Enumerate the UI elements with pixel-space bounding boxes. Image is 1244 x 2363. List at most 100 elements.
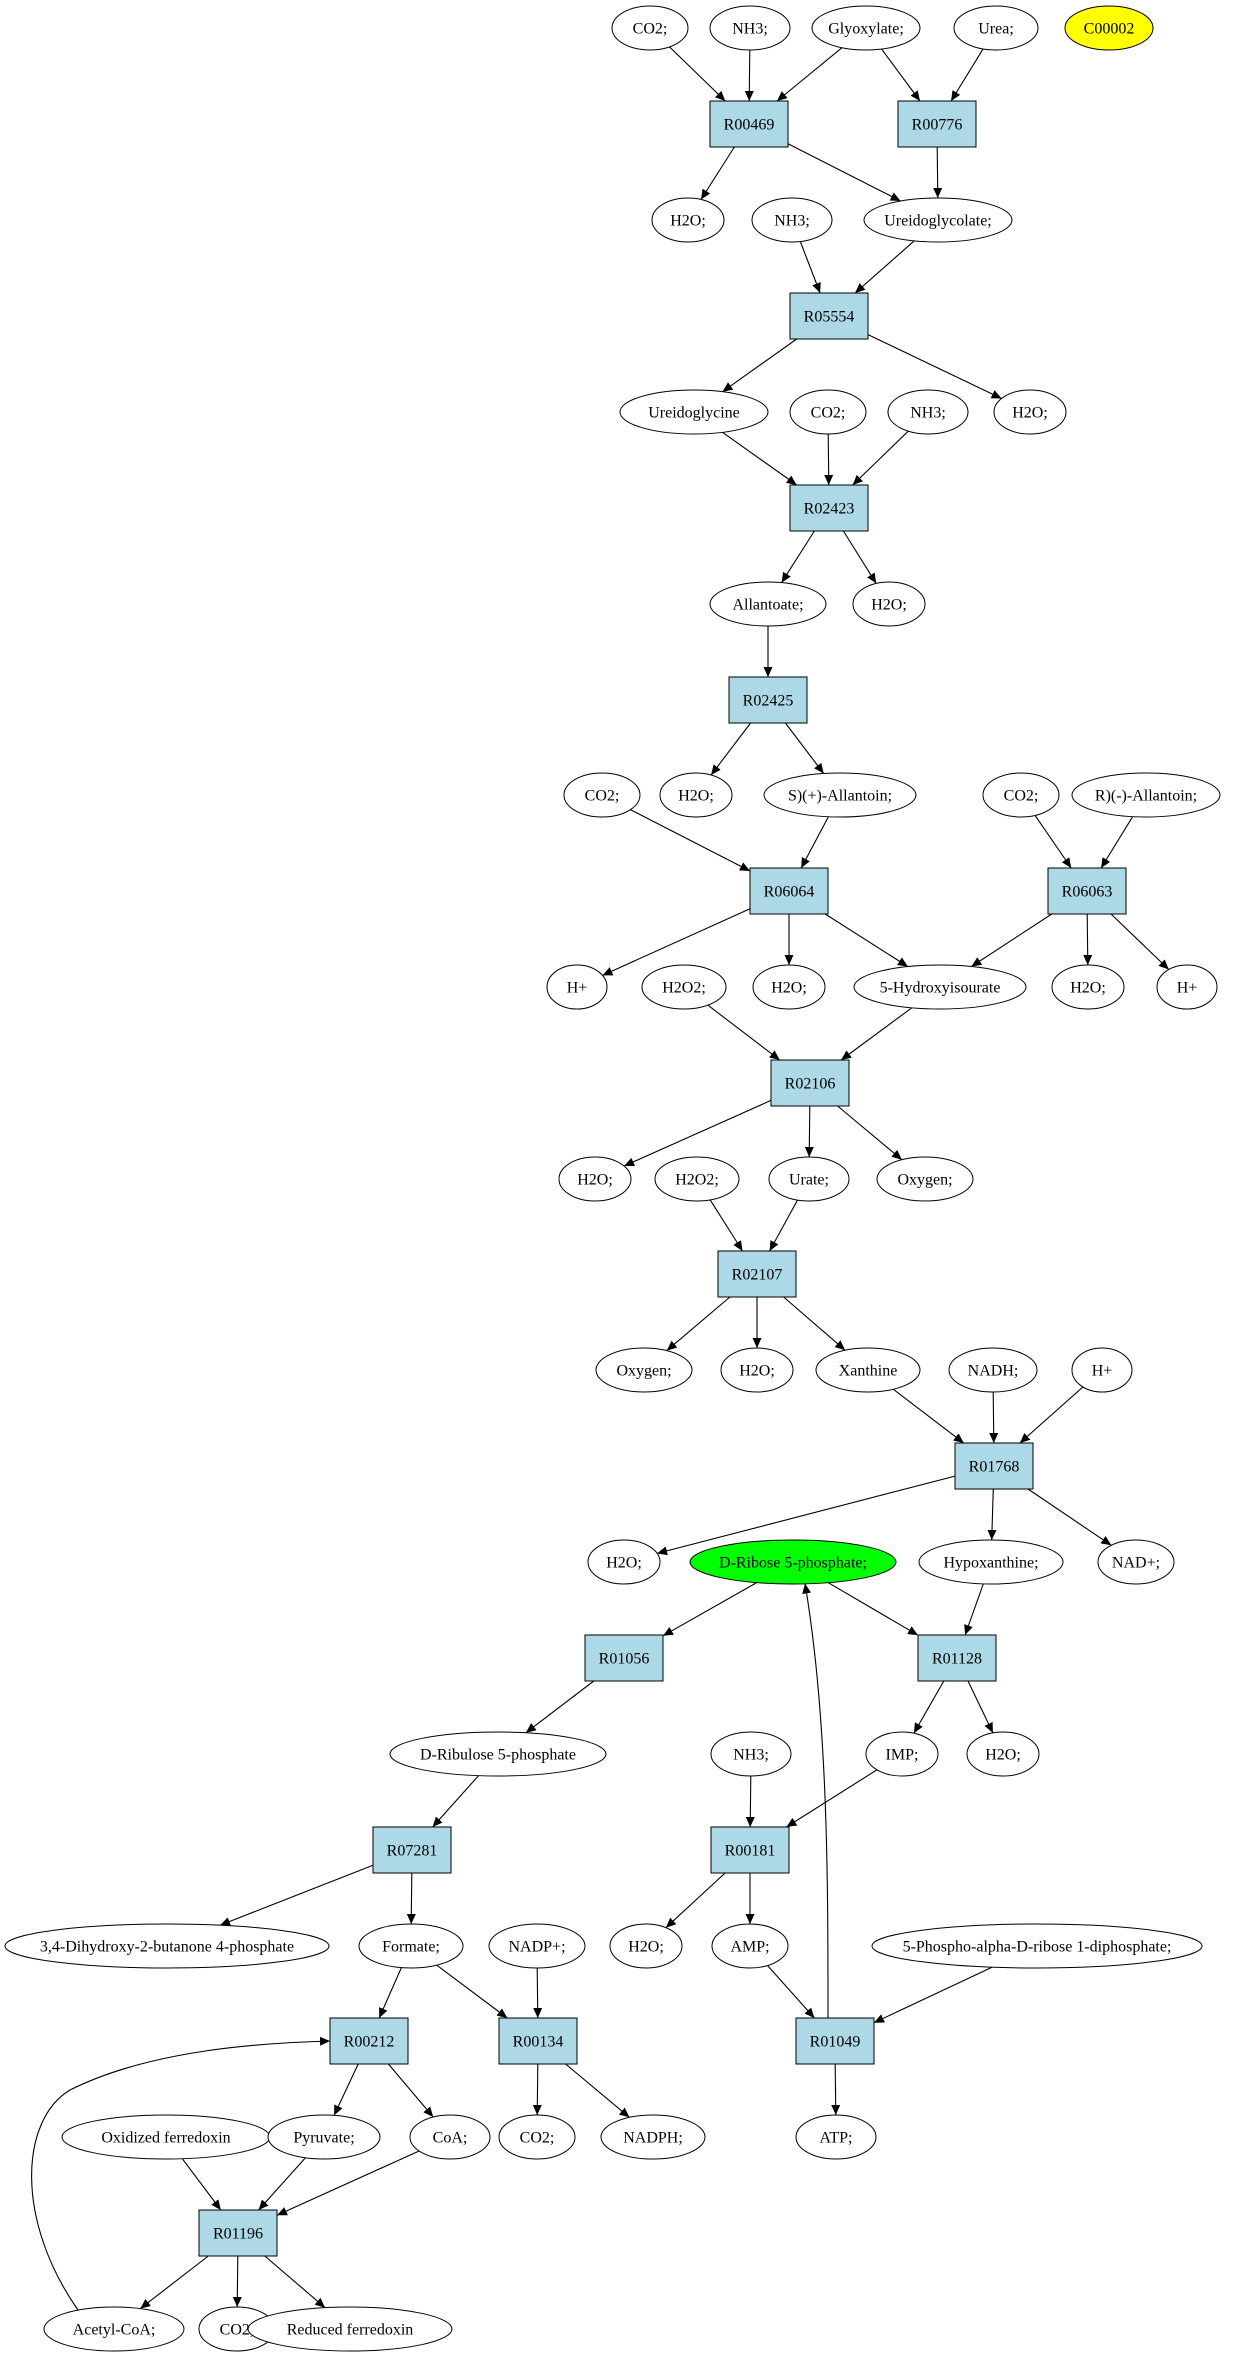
edge-r00469-to-ureidoglycolate bbox=[787, 143, 901, 202]
compound-node-hypoxanthine[interactable]: Hypoxanthine; bbox=[918, 1539, 1064, 1585]
reaction-node-r05554[interactable]: R05554 bbox=[789, 292, 869, 340]
reaction-shape bbox=[749, 867, 829, 915]
compound-node-h2o-2[interactable]: H2O; bbox=[993, 389, 1067, 435]
compound-node-h2o-9[interactable]: H2O; bbox=[587, 1539, 661, 1585]
reaction-node-r00776[interactable]: R00776 bbox=[897, 100, 977, 148]
reaction-node-r00181[interactable]: R00181 bbox=[710, 1826, 790, 1874]
compound-node-acetylcoa[interactable]: Acetyl-CoA; bbox=[43, 2306, 185, 2352]
compound-node-c00002[interactable]: C00002 bbox=[1064, 5, 1154, 51]
compound-node-co2-6[interactable]: CO2; bbox=[198, 2306, 276, 2352]
compound-node-5hiu[interactable]: 5-Hydroxyisourate bbox=[853, 964, 1027, 1010]
compound-label: Acetyl-CoA; bbox=[73, 2322, 156, 2339]
compound-node-nadpplus[interactable]: NADP+; bbox=[488, 1923, 586, 1969]
compound-node-nh3-3[interactable]: NH3; bbox=[887, 389, 969, 435]
compound-node-nh3-1[interactable]: NH3; bbox=[709, 5, 791, 51]
compound-node-imp[interactable]: IMP; bbox=[865, 1731, 939, 1777]
compound-node-s-allantoin[interactable]: S)(+)-Allantoin; bbox=[763, 772, 917, 818]
compound-node-hplus-3[interactable]: H+ bbox=[1071, 1347, 1133, 1393]
reaction-node-r01049[interactable]: R01049 bbox=[795, 2017, 875, 2065]
compound-node-co2-5[interactable]: CO2; bbox=[498, 2114, 576, 2160]
edge-r02106-to-oxygen-1 bbox=[837, 1105, 903, 1161]
reaction-label: R01049 bbox=[810, 2034, 861, 2051]
reaction-node-r00212[interactable]: R00212 bbox=[329, 2017, 409, 2065]
edge-r02107-to-oxygen-2 bbox=[666, 1296, 731, 1352]
compound-node-nadplus[interactable]: NAD+; bbox=[1097, 1539, 1175, 1585]
compound-node-co2-1[interactable]: CO2; bbox=[611, 5, 689, 51]
compound-node-hplus-2[interactable]: H+ bbox=[1156, 964, 1218, 1010]
reaction-node-r00134[interactable]: R00134 bbox=[498, 2017, 578, 2065]
compound-label: NADPH; bbox=[623, 2130, 683, 2147]
compound-node-nh3-4[interactable]: NH3; bbox=[710, 1731, 792, 1777]
reaction-node-r02106[interactable]: R02106 bbox=[770, 1059, 850, 1107]
compound-node-nadph[interactable]: NADPH; bbox=[600, 2114, 706, 2160]
compound-node-h2o-1[interactable]: H2O; bbox=[651, 197, 725, 243]
reaction-node-r06063[interactable]: R06063 bbox=[1047, 867, 1127, 915]
compound-node-co2-2[interactable]: CO2; bbox=[789, 389, 867, 435]
reaction-shape bbox=[789, 292, 869, 340]
edge-nh3-4-to-r00181 bbox=[745, 1775, 755, 1828]
compound-node-coa[interactable]: CoA; bbox=[409, 2114, 491, 2160]
compound-node-formate[interactable]: Formate; bbox=[358, 1923, 464, 1969]
compound-node-ureidoglycine[interactable]: Ureidoglycine bbox=[619, 389, 769, 435]
compound-node-co2-4[interactable]: CO2; bbox=[982, 772, 1060, 818]
compound-node-dhbp[interactable]: 3,4-Dihydroxy-2-butanone 4-phosphate bbox=[4, 1923, 330, 1969]
compound-node-h2o-10[interactable]: H2O; bbox=[966, 1731, 1040, 1777]
compound-node-pyruvate[interactable]: Pyruvate; bbox=[267, 2114, 381, 2160]
reaction-node-r01128[interactable]: R01128 bbox=[917, 1634, 997, 1682]
compound-node-dr5p[interactable]: D-Ribose 5-phosphate; bbox=[689, 1539, 897, 1585]
compound-node-h2o-5[interactable]: H2O; bbox=[752, 964, 826, 1010]
reaction-node-r01768[interactable]: R01768 bbox=[954, 1442, 1034, 1490]
reaction-node-r00469[interactable]: R00469 bbox=[709, 100, 789, 148]
compound-shape bbox=[709, 581, 827, 627]
edge-co2-2-to-r02423 bbox=[824, 433, 834, 486]
compound-node-h2o-3[interactable]: H2O; bbox=[852, 581, 926, 627]
edge-acetylcoa-to-r00212 bbox=[31, 2036, 331, 2311]
compound-label: D-Ribose 5-phosphate; bbox=[719, 1555, 867, 1572]
reaction-node-r02425[interactable]: R02425 bbox=[728, 676, 808, 724]
compound-node-urate[interactable]: Urate; bbox=[768, 1156, 850, 1202]
compound-node-nadh[interactable]: NADH; bbox=[948, 1347, 1038, 1393]
compound-node-oxygen-1[interactable]: Oxygen; bbox=[876, 1156, 974, 1202]
compound-label: NADH; bbox=[968, 1363, 1019, 1380]
compound-node-h2o2-2[interactable]: H2O2; bbox=[654, 1156, 740, 1202]
compound-node-xanthine[interactable]: Xanthine bbox=[815, 1347, 921, 1393]
compound-shape bbox=[1071, 772, 1221, 818]
compound-node-dribulose5p[interactable]: D-Ribulose 5-phosphate bbox=[389, 1731, 607, 1777]
compound-label: Oxygen; bbox=[616, 1363, 671, 1380]
compound-node-r-allantoin[interactable]: R)(-)-Allantoin; bbox=[1071, 772, 1221, 818]
edge-r01049-to-dr5p bbox=[802, 1583, 829, 2019]
compound-label: C00002 bbox=[1084, 21, 1135, 38]
compound-node-h2o2-1[interactable]: H2O2; bbox=[641, 964, 727, 1010]
edge-r05554-to-ureidoglycine bbox=[722, 338, 798, 393]
compound-node-ureidoglycolate[interactable]: Ureidoglycolate; bbox=[863, 197, 1013, 243]
reaction-node-r06064[interactable]: R06064 bbox=[749, 867, 829, 915]
compound-node-oxfd[interactable]: Oxidized ferredoxin bbox=[61, 2114, 271, 2160]
compound-node-glyoxylate[interactable]: Glyoxylate; bbox=[811, 5, 921, 51]
compound-node-allantoate[interactable]: Allantoate; bbox=[709, 581, 827, 627]
compound-label: H2O2; bbox=[675, 1172, 719, 1189]
reaction-node-r07281[interactable]: R07281 bbox=[372, 1826, 452, 1874]
compound-node-nh3-2[interactable]: NH3; bbox=[751, 197, 833, 243]
edge-r-allantoin-to-r06063 bbox=[1100, 816, 1134, 869]
compound-node-h2o-11[interactable]: H2O; bbox=[609, 1923, 683, 1969]
compound-node-h2o-6[interactable]: H2O; bbox=[1051, 964, 1125, 1010]
compound-node-prpp[interactable]: 5-Phospho-alpha-D-ribose 1-diphosphate; bbox=[871, 1923, 1203, 1969]
reaction-node-r02107[interactable]: R02107 bbox=[717, 1250, 797, 1298]
reaction-node-r02423[interactable]: R02423 bbox=[789, 484, 869, 532]
compound-label: NH3; bbox=[774, 213, 810, 230]
compound-label: S)(+)-Allantoin; bbox=[788, 788, 892, 805]
reaction-node-r01196[interactable]: R01196 bbox=[198, 2209, 278, 2257]
compound-node-h2o-7[interactable]: H2O; bbox=[558, 1156, 632, 1202]
compound-node-amp[interactable]: AMP; bbox=[711, 1923, 789, 1969]
reaction-node-r01056[interactable]: R01056 bbox=[584, 1634, 664, 1682]
compound-node-oxygen-2[interactable]: Oxygen; bbox=[595, 1347, 693, 1393]
compound-node-urea[interactable]: Urea; bbox=[953, 5, 1039, 51]
compound-node-h2o-8[interactable]: H2O; bbox=[720, 1347, 794, 1393]
compound-node-co2-3[interactable]: CO2; bbox=[563, 772, 641, 818]
compound-node-atp[interactable]: ATP; bbox=[795, 2114, 877, 2160]
compound-node-redfd[interactable]: Reduced ferredoxin bbox=[247, 2306, 453, 2352]
compound-node-hplus-1[interactable]: H+ bbox=[546, 964, 608, 1010]
compound-shape bbox=[619, 389, 769, 435]
compound-node-h2o-4[interactable]: H2O; bbox=[659, 772, 733, 818]
edge-oxfd-to-r01196 bbox=[181, 2158, 222, 2211]
